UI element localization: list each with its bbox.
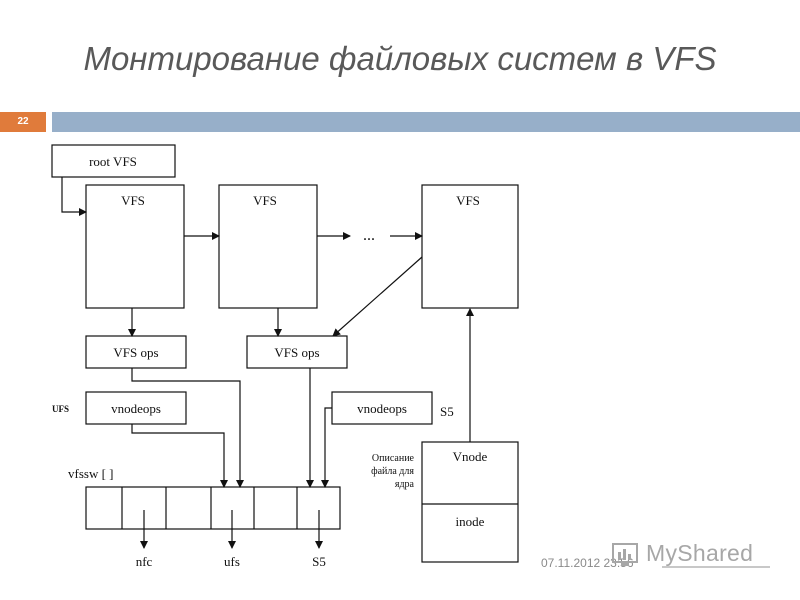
inode-label: inode <box>456 514 485 529</box>
vfs-ops-label-1: VFS ops <box>113 345 158 360</box>
vnode-box <box>421 441 519 563</box>
file-desc-line-2: файла для <box>371 466 414 477</box>
vfssw-table <box>85 486 341 530</box>
brand-logo-icon <box>612 543 638 566</box>
vfs-ops-box-2 <box>246 335 348 369</box>
vnode-label: Vnode <box>453 449 488 464</box>
vnodeops1-to-vfssw-arrow <box>131 424 228 488</box>
vfs-box-2 <box>218 184 318 309</box>
vnodeops-label-2: vnodeops <box>357 401 407 416</box>
root-vfs-box <box>51 144 176 178</box>
vnodeops-box-2 <box>331 391 433 425</box>
slide-number: 22 <box>0 112 46 132</box>
vnodeops-box-1 <box>85 391 187 425</box>
s5-side-label: S5 <box>440 404 454 419</box>
vfs-box-1 <box>85 184 185 309</box>
vfs-ops-box-1 <box>85 335 187 369</box>
vfs-ops-label-2: VFS ops <box>274 345 319 360</box>
root-vfs-label: root VFS <box>89 154 137 169</box>
out-ufs-label: ufs <box>224 554 240 569</box>
ufs-side-label: UFS <box>52 404 69 414</box>
vfs-label-2: VFS <box>253 193 277 208</box>
brand-underline <box>662 566 770 568</box>
vnodeops-label-1: vnodeops <box>111 401 161 416</box>
vnodeops2-to-vfssw-arrow <box>321 407 332 488</box>
vfs-box-3 <box>421 184 519 309</box>
brand-watermark: MyShared <box>610 538 770 572</box>
slide-date: 07.11.2012 23:56 <box>541 556 634 570</box>
ops1-to-vfssw-arrow <box>131 368 244 488</box>
out-s5-label: S5 <box>312 554 326 569</box>
vfs3-to-ops-arrow <box>332 256 423 337</box>
out-nfc-label: nfc <box>136 554 153 569</box>
brand-name: MyShared <box>646 540 754 566</box>
chain-ellipsis: ... <box>363 227 375 244</box>
header-bar <box>52 112 800 132</box>
vfs-label-1: VFS <box>121 193 145 208</box>
vfssw-label: vfssw [ ] <box>68 466 114 481</box>
vfs-label-3: VFS <box>456 193 480 208</box>
root-to-vfs-arrow <box>61 177 87 216</box>
file-desc-line-1: Описание <box>372 453 415 464</box>
file-desc-line-3: ядра <box>395 479 415 490</box>
slide-title: Монтирование файловых систем в VFS <box>83 40 717 77</box>
